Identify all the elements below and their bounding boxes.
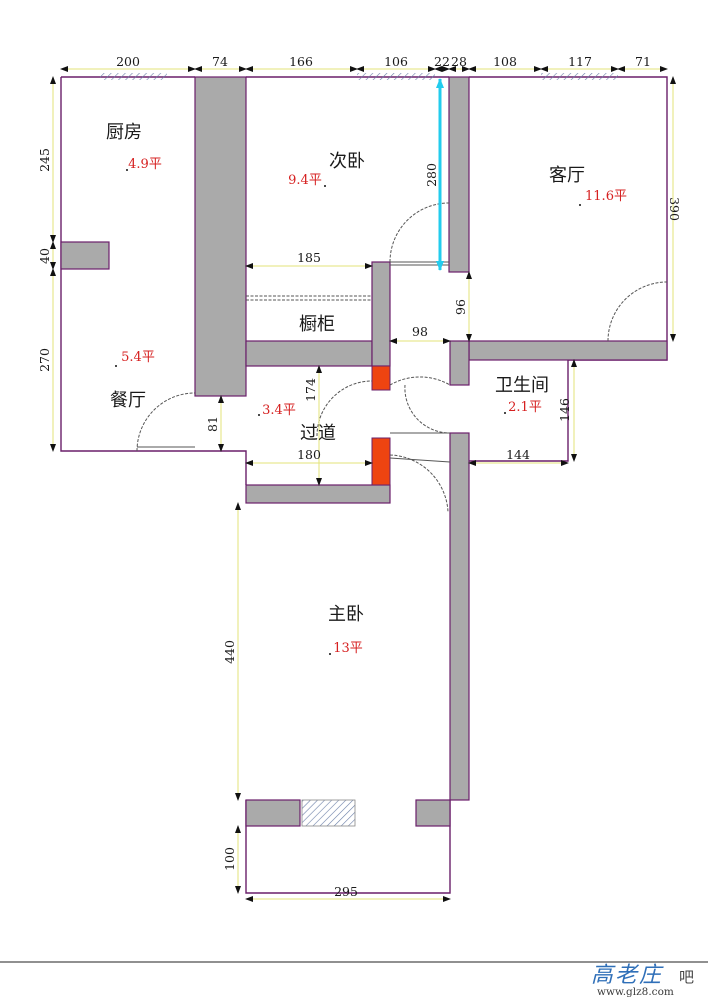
- wall-cabinet-horizontal: [245, 340, 373, 367]
- dim-185: 185: [297, 250, 321, 265]
- wall-hall-bottom: [245, 484, 391, 504]
- door-living: [607, 281, 668, 342]
- svg-text:高老庄: 高老庄: [591, 963, 664, 988]
- watermark-logo: 高老庄 吧: [591, 963, 694, 988]
- dim-440: 440: [222, 640, 237, 664]
- dim-100: 100: [222, 847, 237, 871]
- room-area-bathroom: 2.1平: [508, 400, 542, 415]
- dimension-lines: [50, 66, 676, 902]
- room-name-cabinet: 橱柜: [299, 314, 335, 335]
- dim-81: 81: [205, 416, 220, 432]
- room-name-master: 主卧: [328, 604, 364, 625]
- dim-106: 106: [384, 54, 408, 69]
- window-master: [301, 799, 356, 827]
- wall-kitchen-stub: [60, 241, 110, 270]
- wall-kitchen-chimney: [194, 76, 247, 397]
- dim-108: 108: [493, 54, 517, 69]
- window-bedroom2: [357, 73, 435, 80]
- room-name-dining: 餐厅: [110, 390, 146, 411]
- door-bathroom: [389, 376, 451, 434]
- dim-74: 74: [212, 54, 228, 69]
- dim-117: 117: [568, 54, 592, 69]
- svg-text:吧: 吧: [679, 968, 694, 986]
- dim-28: 28: [451, 54, 467, 69]
- dim-146: 146: [557, 398, 572, 422]
- room-area-kitchen: 4.9平: [128, 157, 162, 172]
- dim-166: 166: [289, 54, 313, 69]
- dim-40: 40: [37, 248, 52, 264]
- dim-390: 390: [667, 197, 682, 221]
- room-name-bathroom: 卫生间: [495, 375, 549, 396]
- dim-144: 144: [506, 447, 530, 462]
- room-name-bedroom2: 次卧: [329, 151, 365, 172]
- column-upper: [371, 365, 391, 391]
- door-master: [389, 454, 451, 513]
- window-kitchen: [100, 73, 167, 80]
- dim-22: 22: [434, 54, 450, 69]
- dim-245: 245: [37, 148, 52, 172]
- dim-280: 280: [424, 163, 439, 187]
- room-name-kitchen: 厨房: [106, 122, 142, 143]
- wall-bath-right-vertical: [449, 432, 470, 801]
- dim-180: 180: [297, 447, 321, 462]
- room-area-living: 11.6平: [585, 189, 627, 204]
- watermark-url: www.glz8.com: [597, 986, 674, 998]
- room-area-master: 13平: [333, 641, 363, 656]
- wall-master-bottom-right: [415, 799, 451, 827]
- room-name-living: 客厅: [549, 165, 585, 186]
- window-living: [541, 73, 618, 80]
- room-area-hallway: 3.4平: [262, 403, 296, 418]
- dim-98: 98: [412, 324, 428, 339]
- dim-270: 270: [37, 348, 52, 372]
- room-area-bedroom2: 9.4平: [288, 173, 322, 188]
- wall-cabinet-vertical: [371, 261, 391, 367]
- wall-bath-left-stub: [449, 340, 470, 386]
- room-area-dining: 5.4平: [121, 350, 155, 365]
- dim-295: 295: [334, 884, 358, 899]
- wall-center-vertical: [448, 76, 470, 273]
- dim-174: 174: [303, 378, 318, 402]
- door-dining: [136, 392, 196, 452]
- wall-master-bottom-left: [245, 799, 301, 827]
- dim-71: 71: [635, 54, 651, 69]
- room-name-hallway: 过道: [300, 423, 336, 444]
- wall-living-bottom: [468, 340, 668, 361]
- column-lower: [371, 437, 391, 486]
- dim-96: 96: [453, 299, 468, 315]
- dim-200: 200: [116, 54, 140, 69]
